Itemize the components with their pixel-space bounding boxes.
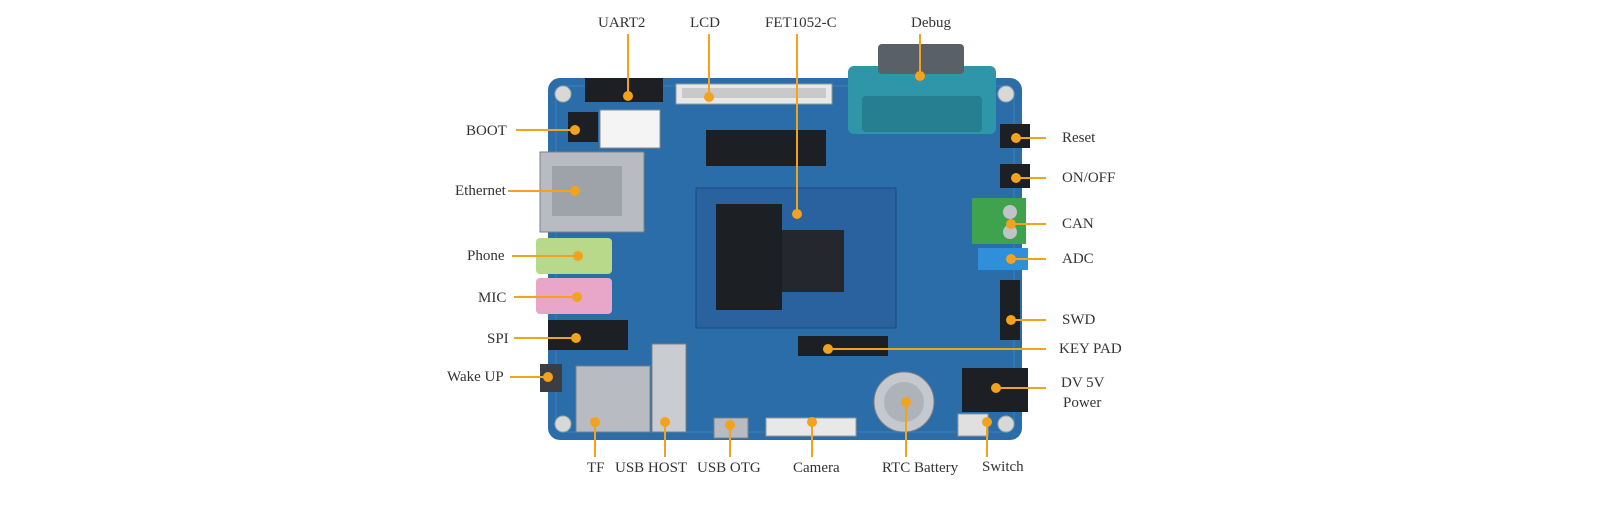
- label-swd: SWD: [1062, 312, 1096, 328]
- spi-header: [548, 320, 628, 350]
- mounting-hole: [554, 85, 572, 103]
- pointer-dot-phone: [573, 251, 583, 261]
- label-usbotg: USB OTG: [697, 460, 761, 476]
- pointer-dot-boot: [570, 125, 580, 135]
- pointer-dot-switch: [982, 417, 992, 427]
- label-switch: Switch: [982, 459, 1024, 475]
- keypad-header: [798, 336, 888, 356]
- label-rtc: RTC Battery: [882, 460, 959, 476]
- pointer-dot-spi: [571, 333, 581, 343]
- label-usbhost: USB HOST: [615, 460, 688, 476]
- pointer-dot-ethernet: [570, 186, 580, 196]
- pointer-dot-can: [1006, 219, 1016, 229]
- pointer-dot-tf: [590, 417, 600, 427]
- label-lcd: LCD: [690, 15, 720, 31]
- label-dv5v-line1: DV 5V: [1061, 375, 1105, 391]
- label-reset: Reset: [1062, 130, 1096, 146]
- label-tf: TF: [587, 460, 605, 476]
- pointer-dot-mic: [572, 292, 582, 302]
- pointer-dot-uart2: [623, 91, 633, 101]
- pointer-dot-rtc: [901, 397, 911, 407]
- pointer-dot-usbhost: [660, 417, 670, 427]
- label-boot: BOOT: [466, 123, 507, 139]
- label-ethernet: Ethernet: [455, 183, 506, 199]
- label-fet1052: FET1052-C: [765, 15, 837, 31]
- mounting-hole: [997, 85, 1015, 103]
- can-terminal: [972, 198, 1026, 244]
- label-keypad: KEY PAD: [1059, 341, 1122, 357]
- pointer-dot-keypad: [823, 344, 833, 354]
- pointer-dot-swd: [1006, 315, 1016, 325]
- pointer-dot-reset: [1011, 133, 1021, 143]
- pointer-dot-debug: [915, 71, 925, 81]
- label-phone: Phone: [467, 248, 505, 264]
- processor-chip: [782, 230, 844, 292]
- label-can: CAN: [1062, 216, 1094, 232]
- label-spi: SPI: [487, 331, 509, 347]
- pointer-dot-wakeup: [543, 372, 553, 382]
- label-debug: Debug: [911, 15, 951, 31]
- mounting-hole: [554, 415, 572, 433]
- label-camera: Camera: [793, 460, 840, 476]
- pointer-dot-fet1052: [792, 209, 802, 219]
- label-onoff: ON/OFF: [1062, 170, 1116, 186]
- adc-potentiometer: [978, 248, 1028, 270]
- label-dv5v-line2: Power: [1063, 395, 1102, 411]
- memory-chip: [706, 130, 766, 166]
- label-uart2: UART2: [598, 15, 646, 31]
- pointer-dot-dv5v: [991, 383, 1001, 393]
- swd-header: [1000, 280, 1020, 340]
- pointer-dot-usbotg: [725, 420, 735, 430]
- label-adc: ADC: [1062, 251, 1094, 267]
- pointer-dot-lcd: [704, 92, 714, 102]
- flash-chip: [716, 204, 782, 310]
- usb-host-port: [651, 343, 687, 433]
- label-mic: MIC: [478, 290, 507, 306]
- label-wakeup: Wake UP: [447, 369, 504, 385]
- callout-pointers: [508, 34, 1046, 457]
- pointer-dot-onoff: [1011, 173, 1021, 183]
- pointer-dot-adc: [1006, 254, 1016, 264]
- tf-slot: [575, 365, 651, 433]
- pointer-dot-camera: [807, 417, 817, 427]
- mounting-hole: [997, 415, 1015, 433]
